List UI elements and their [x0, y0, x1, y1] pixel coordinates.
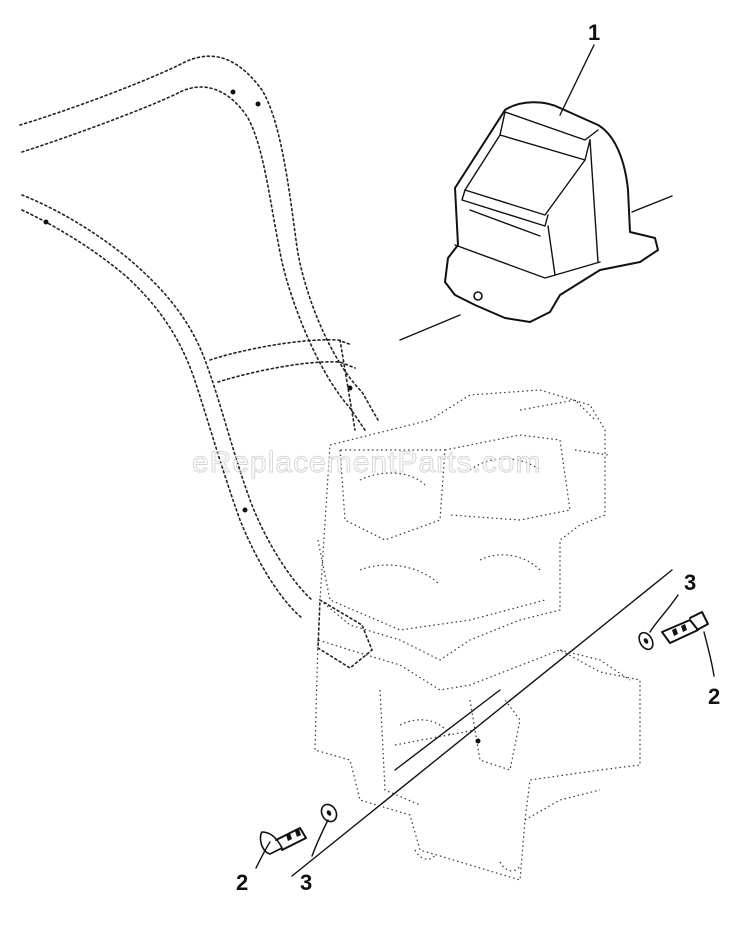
cover-axis-line — [399, 314, 461, 341]
leader-line-2-left — [255, 841, 271, 869]
cover-axis-line-right — [631, 195, 673, 213]
leader-line-3-right — [649, 594, 679, 633]
callout-cover: 1 — [588, 20, 600, 45]
engine-cover — [444, 101, 659, 323]
leader-line-2-right — [703, 631, 715, 677]
pivot-axis-line — [291, 569, 673, 877]
washer-right — [638, 631, 654, 651]
bolt-right — [661, 611, 709, 644]
callout-washer-right: 3 — [684, 570, 696, 595]
bolt-left — [259, 827, 307, 855]
washer-left — [320, 803, 338, 823]
leader-line-3-left — [311, 819, 329, 857]
handlebar-phantom — [19, 55, 379, 669]
callout-washer-left: 3 — [300, 870, 312, 895]
watermark-text: eReplacementParts.com — [192, 446, 541, 479]
frame-phantom — [314, 639, 641, 881]
engine-phantom — [317, 389, 609, 661]
pivot-rod — [394, 689, 501, 771]
callout-bolt-left: 2 — [236, 870, 248, 895]
callout-bolt-right: 2 — [708, 684, 720, 709]
leader-line-1 — [559, 44, 595, 116]
